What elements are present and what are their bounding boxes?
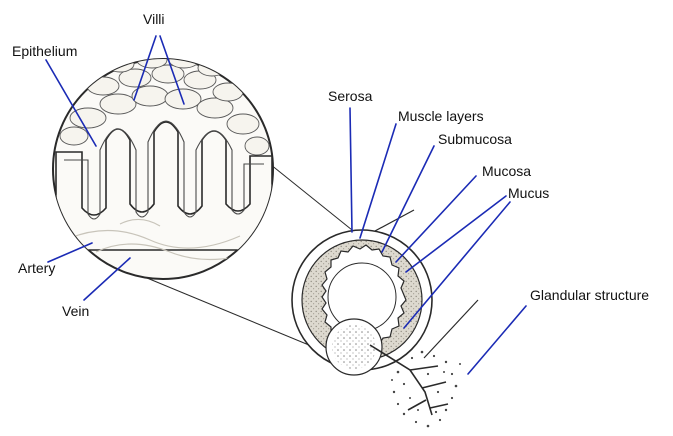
label-artery: Artery — [18, 260, 55, 276]
label-epithelium: Epithelium — [12, 43, 77, 59]
label-submucosa: Submucosa — [438, 131, 512, 147]
label-villi: Villi — [143, 11, 165, 27]
label-muscle-layers: Muscle layers — [398, 108, 484, 124]
glandular-structure-leader — [468, 306, 526, 374]
gland-section-texture — [332, 325, 376, 369]
label-mucus: Mucus — [508, 185, 549, 201]
label-mucosa: Mucosa — [482, 163, 531, 179]
label-serosa: Serosa — [328, 88, 373, 104]
label-glandular-structure: Glandular structure — [530, 287, 649, 303]
submucosa-leader — [382, 146, 434, 252]
intestine-cross-section — [292, 210, 478, 375]
serosa-leader — [350, 108, 352, 232]
muscle-layers-leader — [360, 124, 396, 238]
label-vein: Vein — [62, 303, 89, 319]
